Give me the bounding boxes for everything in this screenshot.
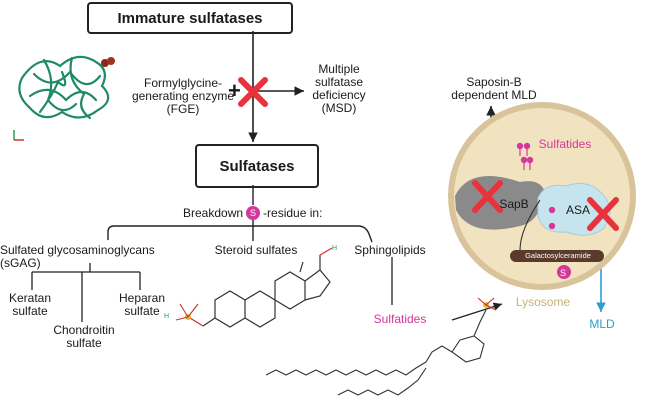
breakdown-prefix: Breakdown — [183, 206, 244, 220]
sulfatases-box: Sulfatases — [195, 144, 319, 188]
sulfatases-label: Sulfatases — [219, 157, 295, 175]
immature-sulfatases-box: Immature sulfatases — [87, 2, 293, 34]
immature-sulfatases-label: Immature sulfatases — [117, 9, 263, 27]
galcer-pill — [510, 250, 604, 262]
sapb-label: SapB — [499, 197, 529, 211]
sgag-label: Sulfated glycosaminoglycans (sGAG) — [0, 243, 155, 270]
breakdown-suffix: -residue in: — [263, 206, 323, 220]
svg-text:H: H — [332, 245, 337, 252]
svg-text:H: H — [164, 313, 169, 320]
plus-icon: + — [228, 78, 241, 103]
sulfate-s-icon: S — [246, 206, 261, 220]
sulfatides-left-label: Sulfatides — [373, 312, 427, 326]
msd-label: Multiple sulfatase deficiency (MSD) — [312, 62, 366, 115]
chondroitin-label: Chondroitin sulfate — [53, 323, 115, 350]
keratan-label: Keratan sulfate — [8, 291, 52, 318]
saposin-label: Saposin-B dependent MLD — [451, 75, 537, 102]
mld-label: MLD — [589, 317, 615, 331]
s-symbol: S — [250, 208, 257, 218]
galcer-label: Galactosylceramide — [525, 251, 591, 260]
sulfatides-cell-label: Sulfatides — [538, 137, 592, 151]
fge-label: Formylglycine- generating enzyme (FGE) — [131, 76, 235, 116]
heparan-label: Heparan sulfate — [118, 291, 166, 318]
asa-label: ASA — [565, 203, 590, 217]
sulfate-s-cell-icon — [557, 265, 571, 279]
arrow-to-lysosome — [451, 302, 503, 321]
svg-text:S: S — [560, 268, 566, 278]
branch-line — [107, 225, 373, 243]
sphingolipids-label: Sphingolipids — [354, 243, 426, 257]
red-x-asa-icon — [587, 197, 619, 231]
red-x-sapb-icon — [472, 180, 503, 213]
steroid-label: Steroid sulfates — [214, 243, 298, 257]
lysosome-label: Lysosome — [515, 295, 571, 309]
breakdown-row: Breakdown S -residue in: — [183, 206, 322, 220]
